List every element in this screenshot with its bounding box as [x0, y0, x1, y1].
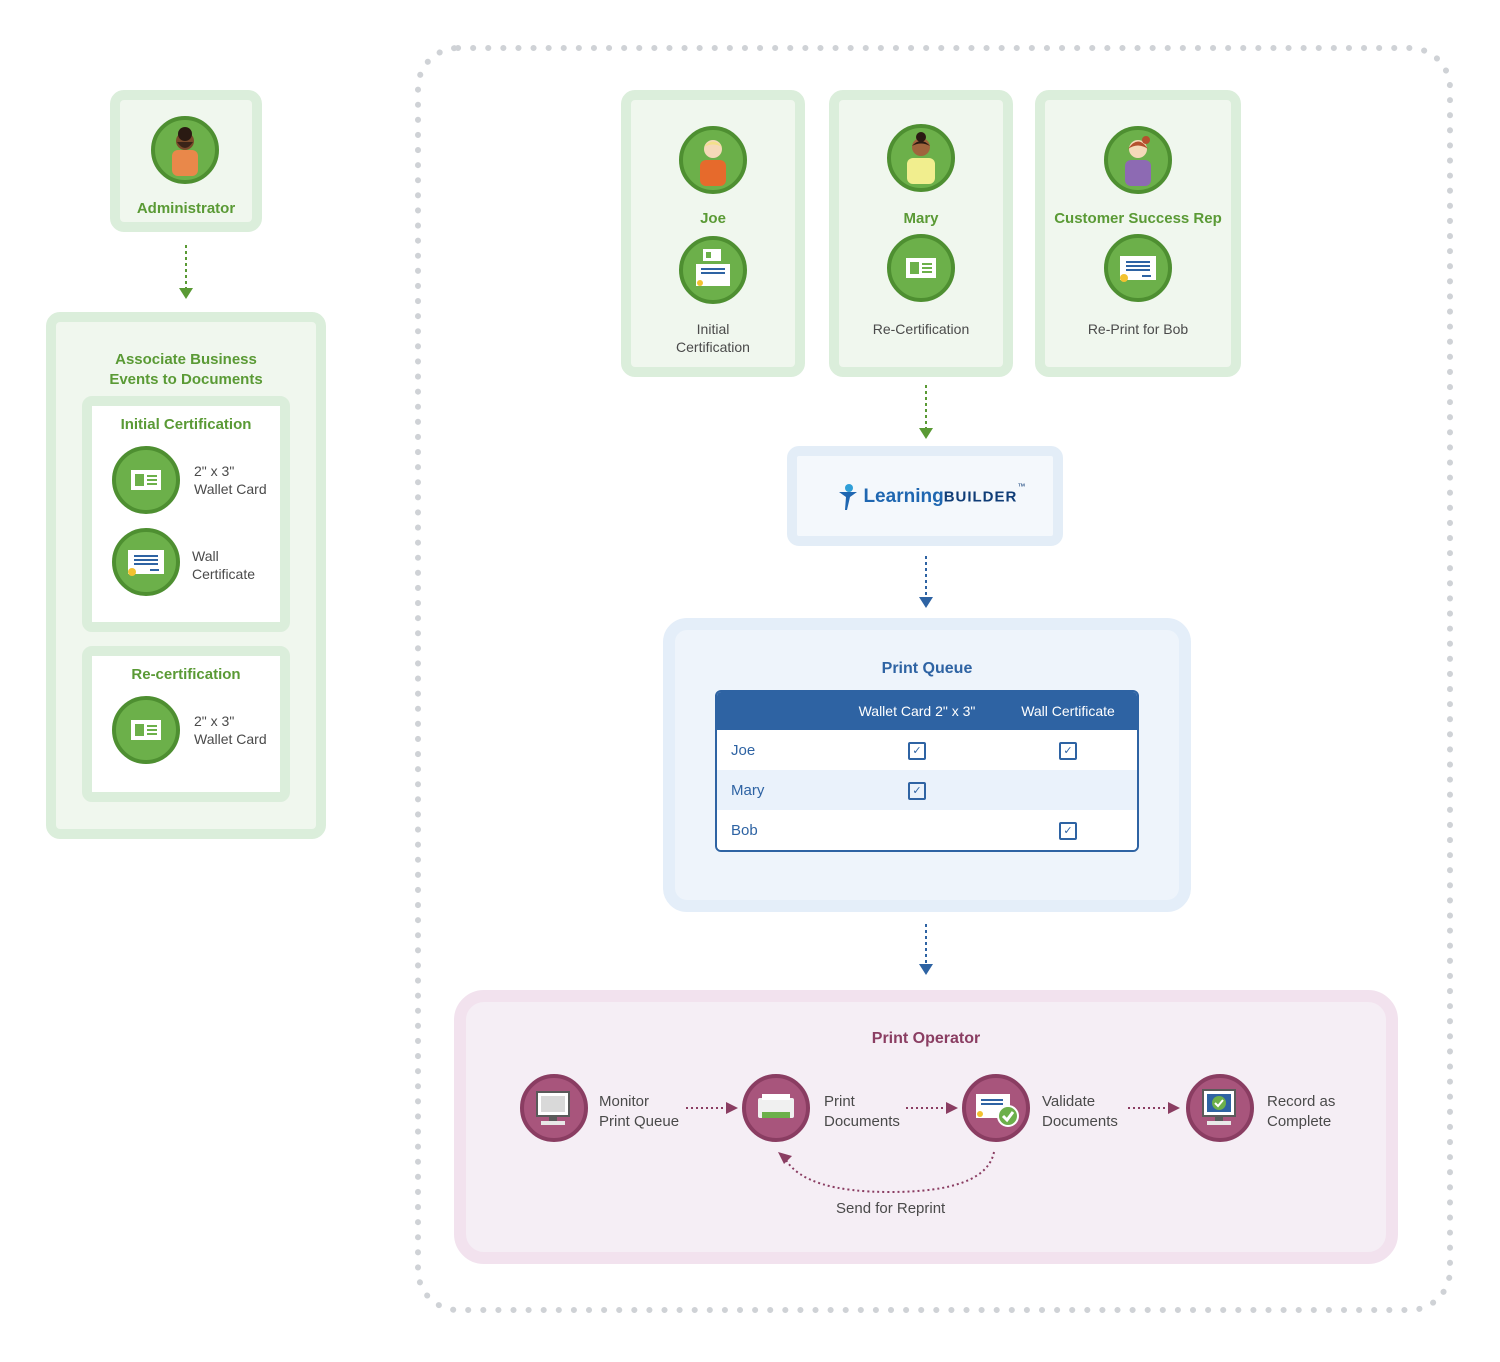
table-row: Mary ✓ — [717, 770, 1137, 810]
system-boundary — [415, 45, 1453, 1313]
person-card-mary: Mary Re-Certification — [829, 90, 1013, 377]
step-4-label: Record as Complete — [1267, 1093, 1336, 1130]
csr-event: Re-Print for Bob — [1087, 321, 1189, 337]
person-icon — [1125, 136, 1151, 186]
recertification-title: Re-certification — [131, 666, 241, 683]
person-card-joe: Joe Initial Certification — [621, 90, 805, 377]
row-name: Joe — [731, 741, 756, 759]
checkbox-cell: ✓ — [835, 770, 999, 810]
csr-name: Customer Success Rep — [1054, 210, 1222, 227]
monitor-icon — [520, 1074, 588, 1142]
table-row: Joe ✓ ✓ — [717, 730, 1137, 770]
row-name: Mary — [731, 781, 765, 799]
checkbox-icon: ✓ — [1059, 821, 1077, 840]
mary-name: Mary — [903, 210, 939, 227]
checkbox-cell: ✓ — [999, 810, 1137, 850]
administrator-label: Administrator — [136, 200, 236, 217]
wall-certificate-icon — [112, 528, 180, 596]
recert-item-1-label: 2" x 3" Wallet Card — [194, 713, 267, 747]
print-queue-title: Print Queue — [881, 660, 973, 677]
initial-item-1-label: 2" x 3" Wallet Card — [194, 463, 267, 497]
reprint-loop-arrow — [785, 1151, 995, 1194]
print-queue-panel: Print Queue Wallet Card 2" x 3" Wall Cer… — [663, 618, 1191, 912]
administrator-card: Administrator — [110, 90, 262, 232]
table-header-row: Wallet Card 2" x 3" Wall Certificate — [717, 692, 1137, 730]
mary-event: Re-Certification — [872, 321, 970, 337]
initial-certification-title: Initial Certification — [120, 416, 252, 433]
person-icon — [907, 132, 935, 184]
initial-item-2-label: Wall Certificate — [192, 548, 256, 582]
wall-certificate-icon — [1104, 234, 1172, 302]
step-1-label: Monitor Print Queue — [599, 1093, 680, 1130]
joe-name: Joe — [700, 210, 726, 227]
print-operator-title: Print Operator — [871, 1030, 981, 1047]
checkbox-cell: ✓ — [835, 730, 999, 770]
wallet-card-icon — [112, 446, 180, 514]
print-queue-table: Wallet Card 2" x 3" Wall Certificate Joe… — [715, 690, 1139, 852]
checkbox-icon: ✓ — [1059, 741, 1077, 760]
step-2-label: Print Documents — [824, 1093, 900, 1130]
recertification-panel: Re-certification 2" x 3" Wallet Card — [82, 646, 290, 802]
print-operator-panel: Print Operator Monitor Print Queue Print… — [454, 990, 1398, 1264]
administrator-avatar — [151, 116, 219, 184]
associate-title: Associate Business Events to Documents — [109, 351, 263, 388]
column-header-wall: Wall Certificate — [1021, 703, 1115, 719]
initial-certification-panel: Initial Certification 2" x 3" Wallet Car… — [82, 396, 290, 632]
wallet-card-icon — [112, 696, 180, 764]
checkbox-icon: ✓ — [908, 741, 926, 760]
step-3-label: Validate Documents — [1042, 1093, 1118, 1130]
joe-avatar — [679, 126, 747, 194]
column-header — [717, 692, 835, 730]
logo-person-icon — [839, 484, 857, 510]
column-header-wallet: Wallet Card 2" x 3" — [858, 703, 976, 719]
validate-certificate-icon — [962, 1074, 1030, 1142]
learning-builder-logo: LearningBUILDER™ — [837, 482, 1025, 512]
learning-builder-box: LearningBUILDER™ — [787, 446, 1063, 546]
empty-cell — [835, 810, 999, 850]
person-card-csr: Customer Success Rep Re-Print for Bob — [1035, 90, 1241, 377]
person-icon — [172, 127, 198, 176]
empty-cell — [999, 770, 1137, 810]
operator-connectors — [686, 1102, 1180, 1194]
csr-avatar — [1104, 126, 1172, 194]
table-row: Bob ✓ — [717, 810, 1137, 850]
person-icon — [700, 140, 726, 186]
send-for-reprint-label: Send for Reprint — [836, 1200, 946, 1217]
joe-event: Initial Certification — [676, 321, 750, 355]
row-name: Bob — [731, 821, 758, 839]
wallet-card-icon — [887, 234, 955, 302]
monitor-check-icon — [1186, 1074, 1254, 1142]
checkbox-cell: ✓ — [999, 730, 1137, 770]
wallet-certificate-icon — [679, 236, 747, 304]
mary-avatar — [887, 124, 955, 192]
printer-icon — [742, 1074, 810, 1142]
associate-events-card: Associate Business Events to Documents I… — [46, 312, 326, 839]
checkbox-icon: ✓ — [908, 781, 926, 800]
